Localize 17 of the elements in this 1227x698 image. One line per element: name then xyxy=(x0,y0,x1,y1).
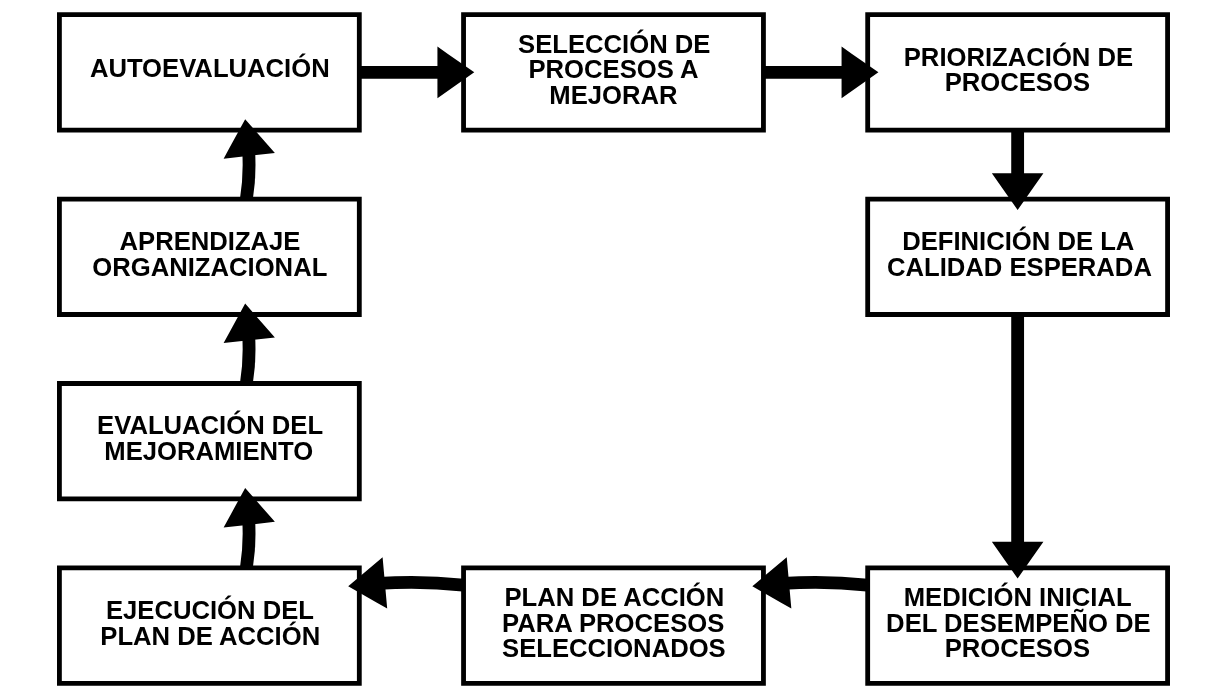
node-box: PLAN DE ACCIÓN PARA PROCESOS SELECCIONADOS xyxy=(461,565,766,686)
arrow xyxy=(359,46,475,99)
node-box: MEDICIÓN INICIAL DEL DESEMPEÑO DE PROCESOS xyxy=(865,565,1170,686)
arrow xyxy=(223,488,275,569)
arrow xyxy=(991,314,1044,579)
node-box: PRIORIZACIÓN DE PROCESOS xyxy=(865,12,1170,133)
node-box: SELECCIÓN DE PROCESOS A MEJORAR xyxy=(461,12,766,133)
node-box: APRENDIZAJE ORGANIZACIONAL xyxy=(57,196,362,317)
arrow xyxy=(223,119,275,200)
arrow xyxy=(763,46,879,99)
node-box: EVALUACIÓN DEL MEJORAMIENTO xyxy=(57,381,362,502)
node-box: DEFINICIÓN DE LA CALIDAD ESPERADA xyxy=(865,196,1170,317)
node-box: AUTOEVALUACIÓN xyxy=(57,12,362,133)
arrow xyxy=(752,557,868,609)
arrow xyxy=(991,130,1044,211)
node-box: EJECUCIÓN DEL PLAN DE ACCIÓN xyxy=(57,565,362,686)
arrow xyxy=(348,557,464,609)
